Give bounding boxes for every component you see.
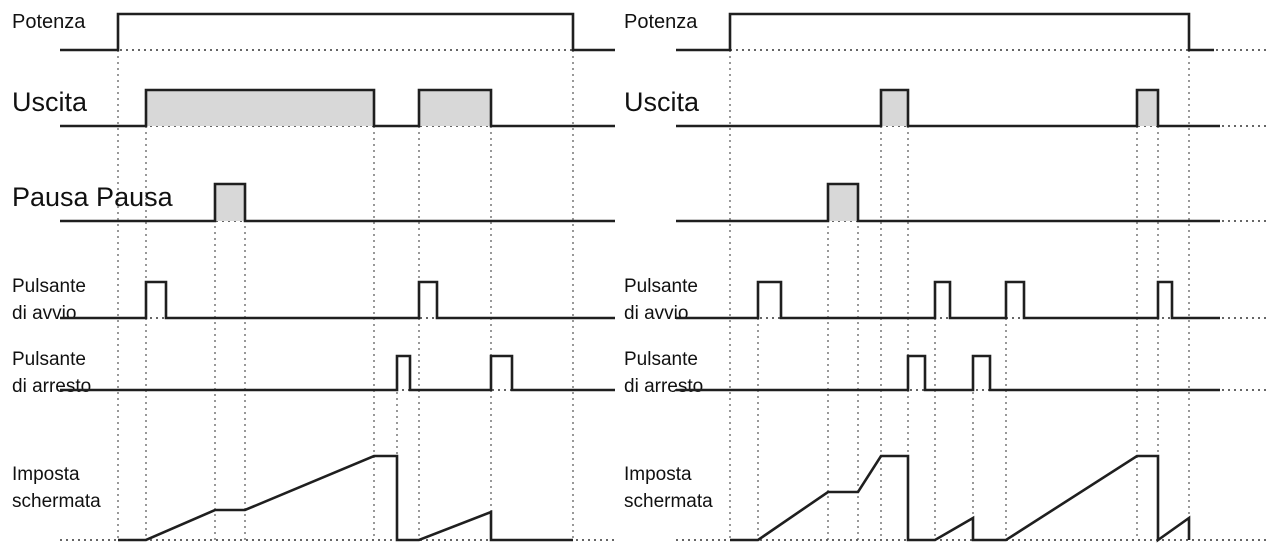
left-stop-label-line1: Pulsante — [12, 349, 86, 370]
right-output-pulse-fill — [1137, 90, 1158, 126]
right-output-label: Uscita — [624, 87, 700, 117]
right-output-trace — [676, 88, 1220, 128]
right-stop-trace — [676, 354, 1220, 392]
left-start-label-line2: di avvio — [12, 303, 76, 324]
left-output-label: Uscita — [12, 87, 88, 117]
right-screen-label-line2: schermata — [624, 491, 713, 512]
left-pause-label: Pausa Pausa — [12, 182, 174, 212]
left-power-label: Potenza — [12, 11, 86, 33]
right-power-trace — [676, 12, 1214, 52]
right-screen-trace — [730, 454, 1191, 543]
left-screen-label-line1: Imposta — [12, 464, 80, 485]
right-pause-pulse-fill — [828, 184, 858, 221]
left-start-trace — [60, 280, 615, 320]
right-start-label-line2: di avvio — [624, 303, 688, 324]
left-panel: Potenza Uscita Pausa Pausa Pulsante di a… — [12, 11, 615, 542]
right-stop-label-line1: Pulsante — [624, 349, 698, 370]
left-output-pulse-fill — [419, 90, 491, 126]
left-pause-pulse-fill — [215, 184, 245, 221]
right-stop-label-line2: di arresto — [624, 376, 703, 397]
left-stop-trace — [60, 354, 615, 392]
left-output-trace — [60, 88, 615, 128]
left-output-pulse-fill — [146, 90, 374, 126]
left-screen-trace — [118, 454, 573, 542]
right-panel: Potenza Uscita Pulsante di avvio Pulsant… — [624, 11, 1270, 543]
left-screen-label-line2: schermata — [12, 491, 101, 512]
left-power-trace — [60, 12, 615, 52]
left-pause-trace — [60, 182, 615, 223]
right-pause-trace — [676, 182, 1220, 223]
left-stop-label-line2: di arresto — [12, 376, 91, 397]
right-start-label-line1: Pulsante — [624, 276, 698, 297]
right-screen-label-line1: Imposta — [624, 464, 692, 485]
right-start-trace — [676, 280, 1220, 320]
left-start-label-line1: Pulsante — [12, 276, 86, 297]
right-output-pulse-fill — [881, 90, 908, 126]
right-power-label: Potenza — [624, 11, 698, 33]
